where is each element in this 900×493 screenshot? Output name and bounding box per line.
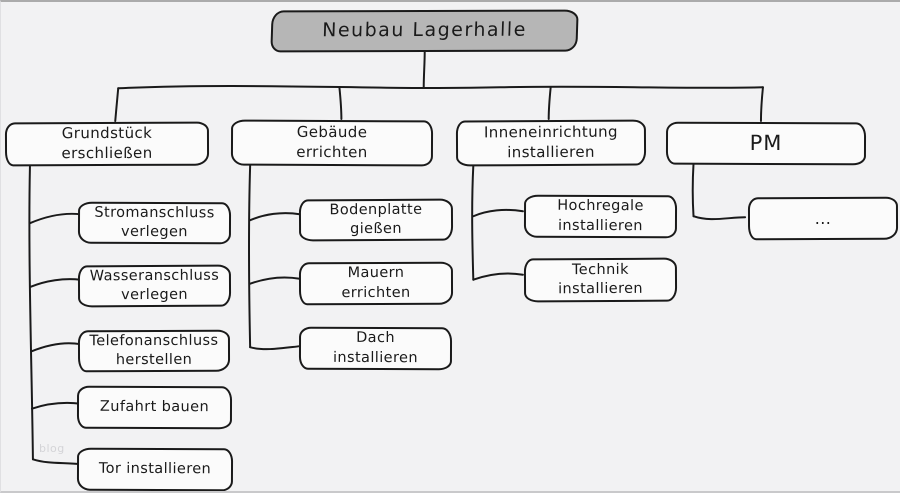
task-node-wasseranschluss-verlegen: Wasseranschluss verlegen [77, 264, 232, 308]
task-node-telefonanschluss-herstellen: Telefonanschluss herstellen [77, 329, 231, 373]
task-node-zufahrt-bauen: Zufahrt bauen [76, 385, 233, 430]
branch-node-pm: PM [665, 121, 867, 166]
branch-node-gebaeude-errichten: Gebäude errichten [230, 119, 434, 167]
watermark-text: blog [39, 442, 65, 455]
task-node-mauern-errichten: Mauern errichten [298, 261, 454, 306]
branch-node-grundstueck-erschliessen: Grundstück erschließen [4, 121, 210, 167]
task-node-technik-installieren: Technik installieren [523, 257, 678, 303]
task-node-hochregale-installieren: Hochregale installieren [523, 194, 678, 239]
task-node-ellipsis: ... [747, 196, 899, 241]
task-node-dach-installieren: Dach installieren [298, 326, 453, 371]
task-node-tor-installieren: Tor installieren [76, 447, 234, 491]
task-node-bodenplatte-giessen: Bodenplatte gießen [298, 198, 454, 242]
root-node-neubau-lagerhalle: Neubau Lagerhalle [270, 9, 579, 53]
branch-node-inneneinrichtung-installieren: Inneneinrichtung installieren [455, 119, 647, 167]
task-node-stromanschluss-verlegen: Stromanschluss verlegen [77, 201, 232, 245]
